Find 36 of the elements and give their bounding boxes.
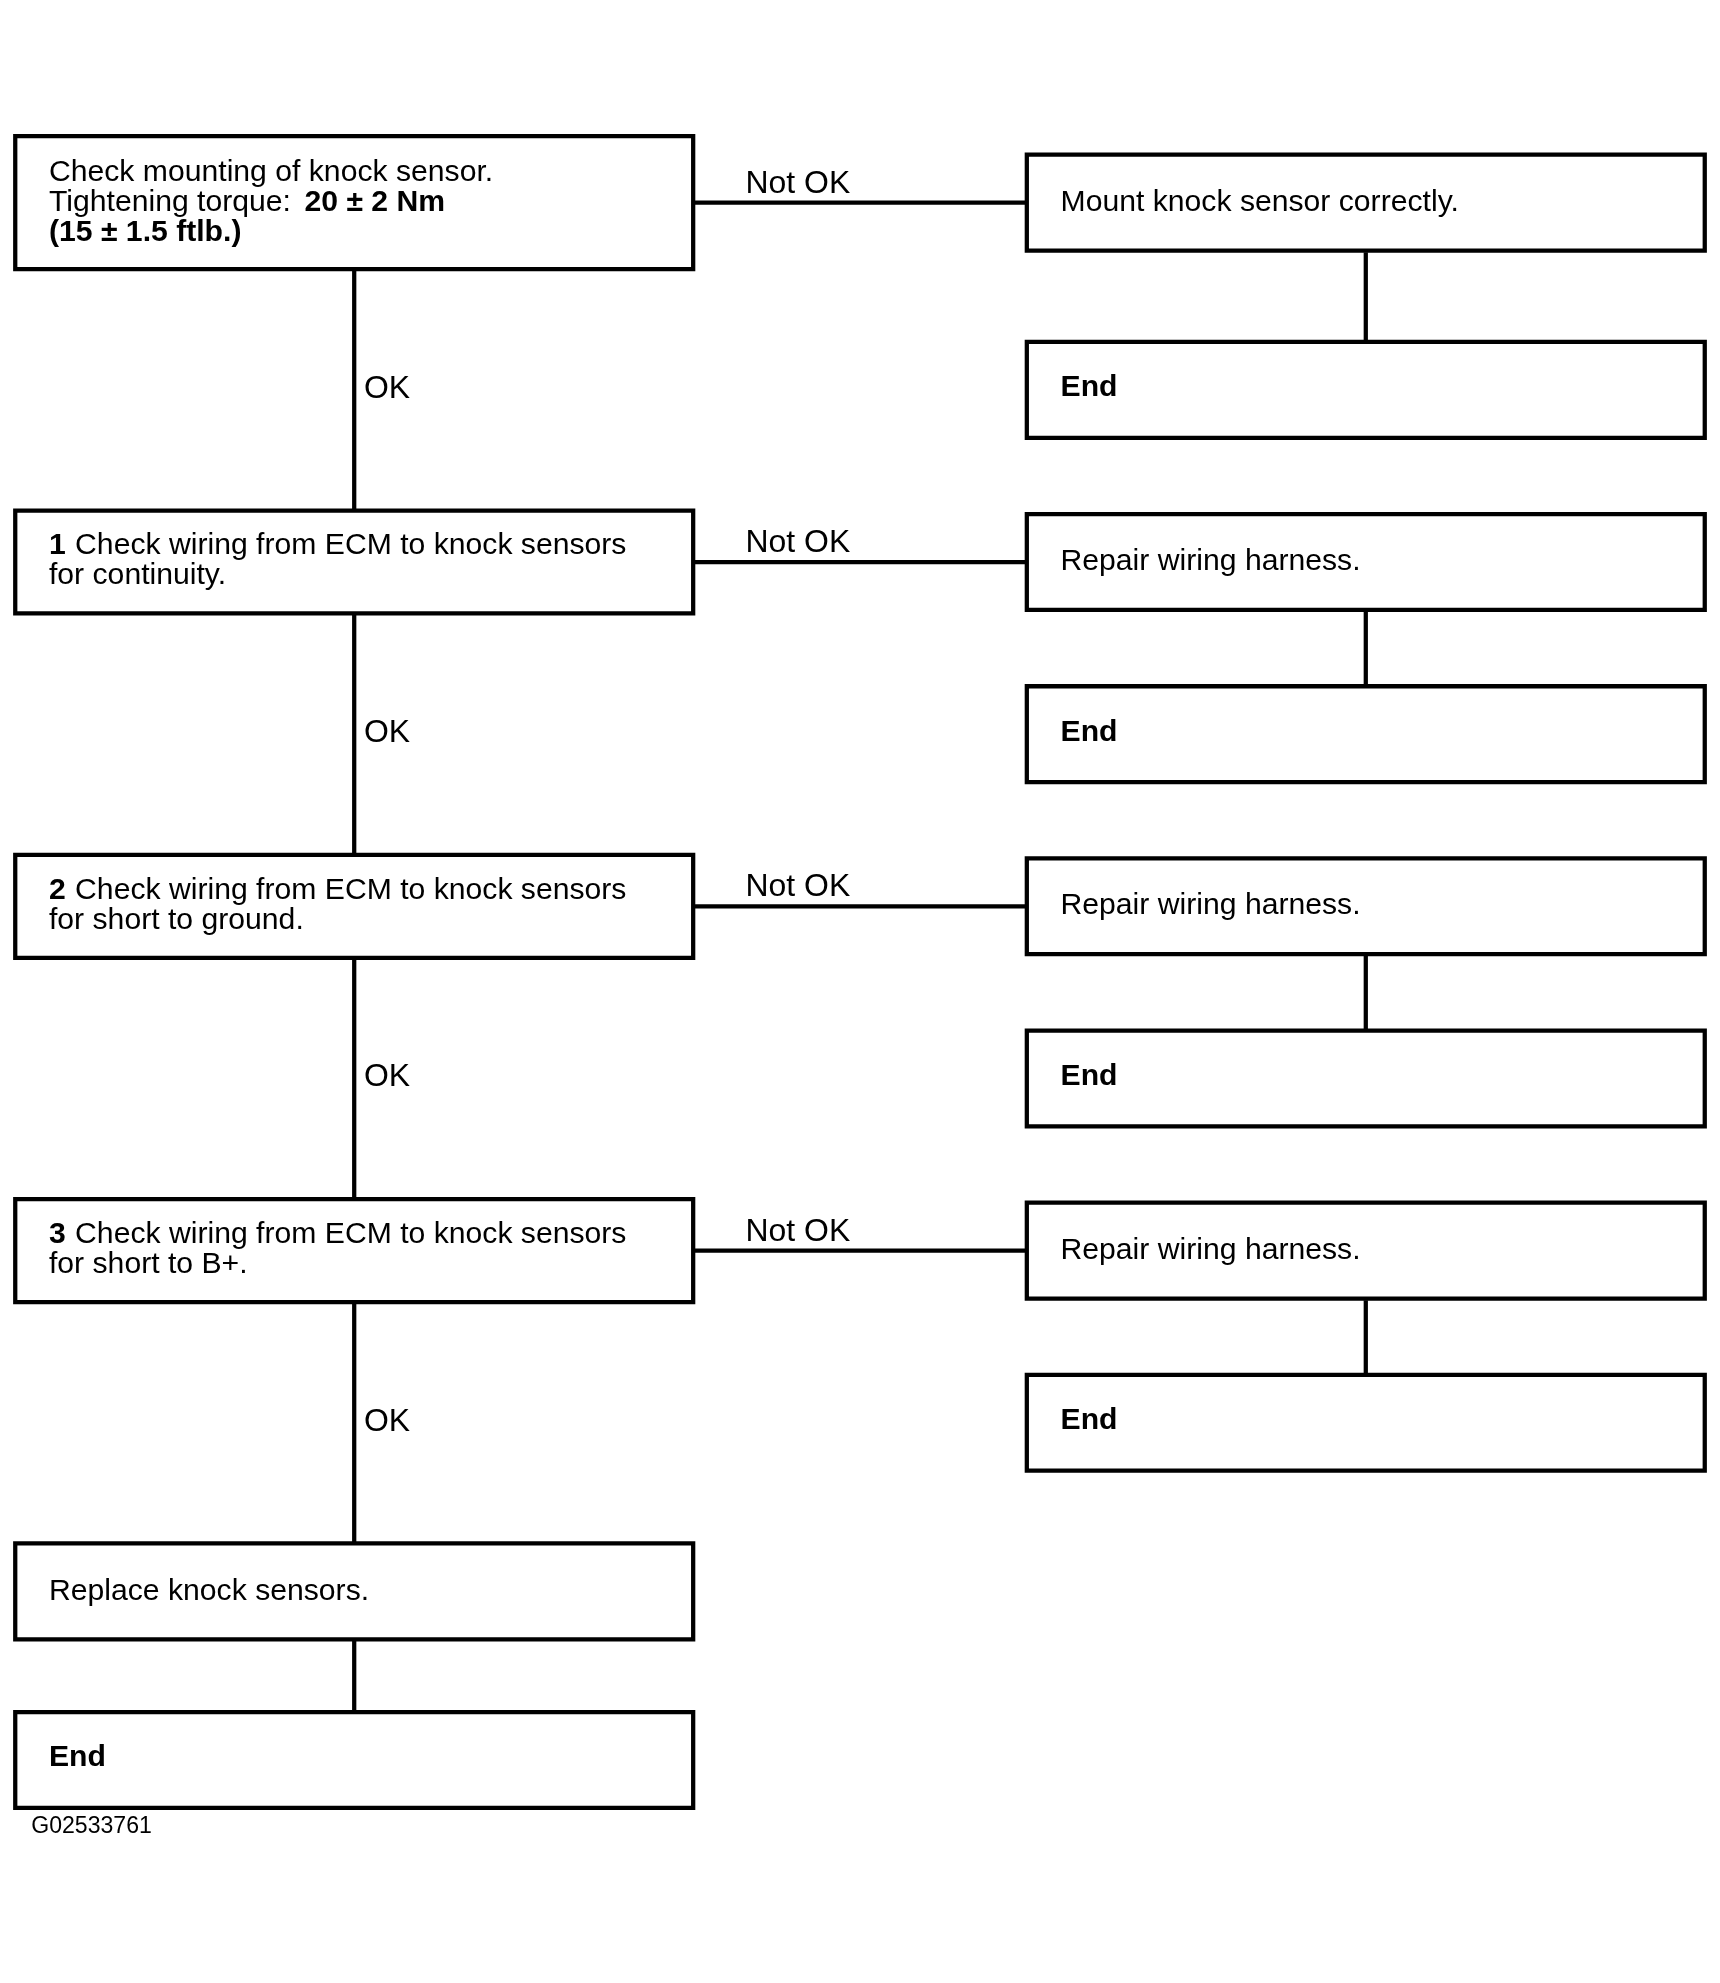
connector	[352, 1639, 357, 1712]
connector	[693, 904, 1027, 909]
node-box: Mount knock sensor correctly.	[1024, 152, 1707, 253]
node-box: End	[1024, 1372, 1707, 1473]
edge-label: OK	[363, 1401, 411, 1438]
node-box: End	[1024, 339, 1707, 440]
edge-label: Not OK	[745, 867, 851, 904]
edge-label: OK	[363, 712, 411, 749]
connector	[352, 1302, 357, 1544]
node-box: 2 Check wiring from ECM to knock sensors for short to ground.	[13, 852, 696, 960]
node-box: 3 Check wiring from ECM to knock sensors for short to B+.	[13, 1197, 696, 1305]
node-box: End	[1024, 1028, 1707, 1129]
edge-label: Not OK	[745, 163, 851, 200]
node-box: End	[13, 1709, 696, 1810]
node-box: Replace knock sensors.	[13, 1541, 696, 1642]
edge-label: Not OK	[745, 1211, 851, 1248]
connector	[352, 269, 357, 511]
connector	[352, 613, 357, 855]
connector	[693, 559, 1027, 565]
edge-label: OK	[363, 368, 411, 405]
connector	[1363, 611, 1368, 687]
connector	[1363, 956, 1368, 1031]
node-box: End	[1024, 684, 1707, 785]
connector	[1363, 1300, 1368, 1375]
node-box: Repair wiring harness.	[1024, 512, 1707, 613]
connector	[693, 200, 1027, 205]
node-box: Check mounting of knock sensor. Tightening torque: 20 ± 2 Nm (15 ± 1.5 ftlb.)	[13, 133, 696, 272]
connector	[352, 957, 357, 1200]
connector	[693, 1248, 1027, 1253]
edge-label: Not OK	[745, 523, 851, 560]
node-box: 1 Check wiring from ECM to knock sensors for continuity.	[13, 508, 696, 616]
caption: G02533761	[31, 1812, 152, 1839]
edge-label: OK	[363, 1057, 411, 1094]
connector	[1363, 252, 1368, 342]
node-box: Repair wiring harness.	[1024, 1200, 1707, 1301]
node-box: Repair wiring harness.	[1024, 856, 1707, 957]
